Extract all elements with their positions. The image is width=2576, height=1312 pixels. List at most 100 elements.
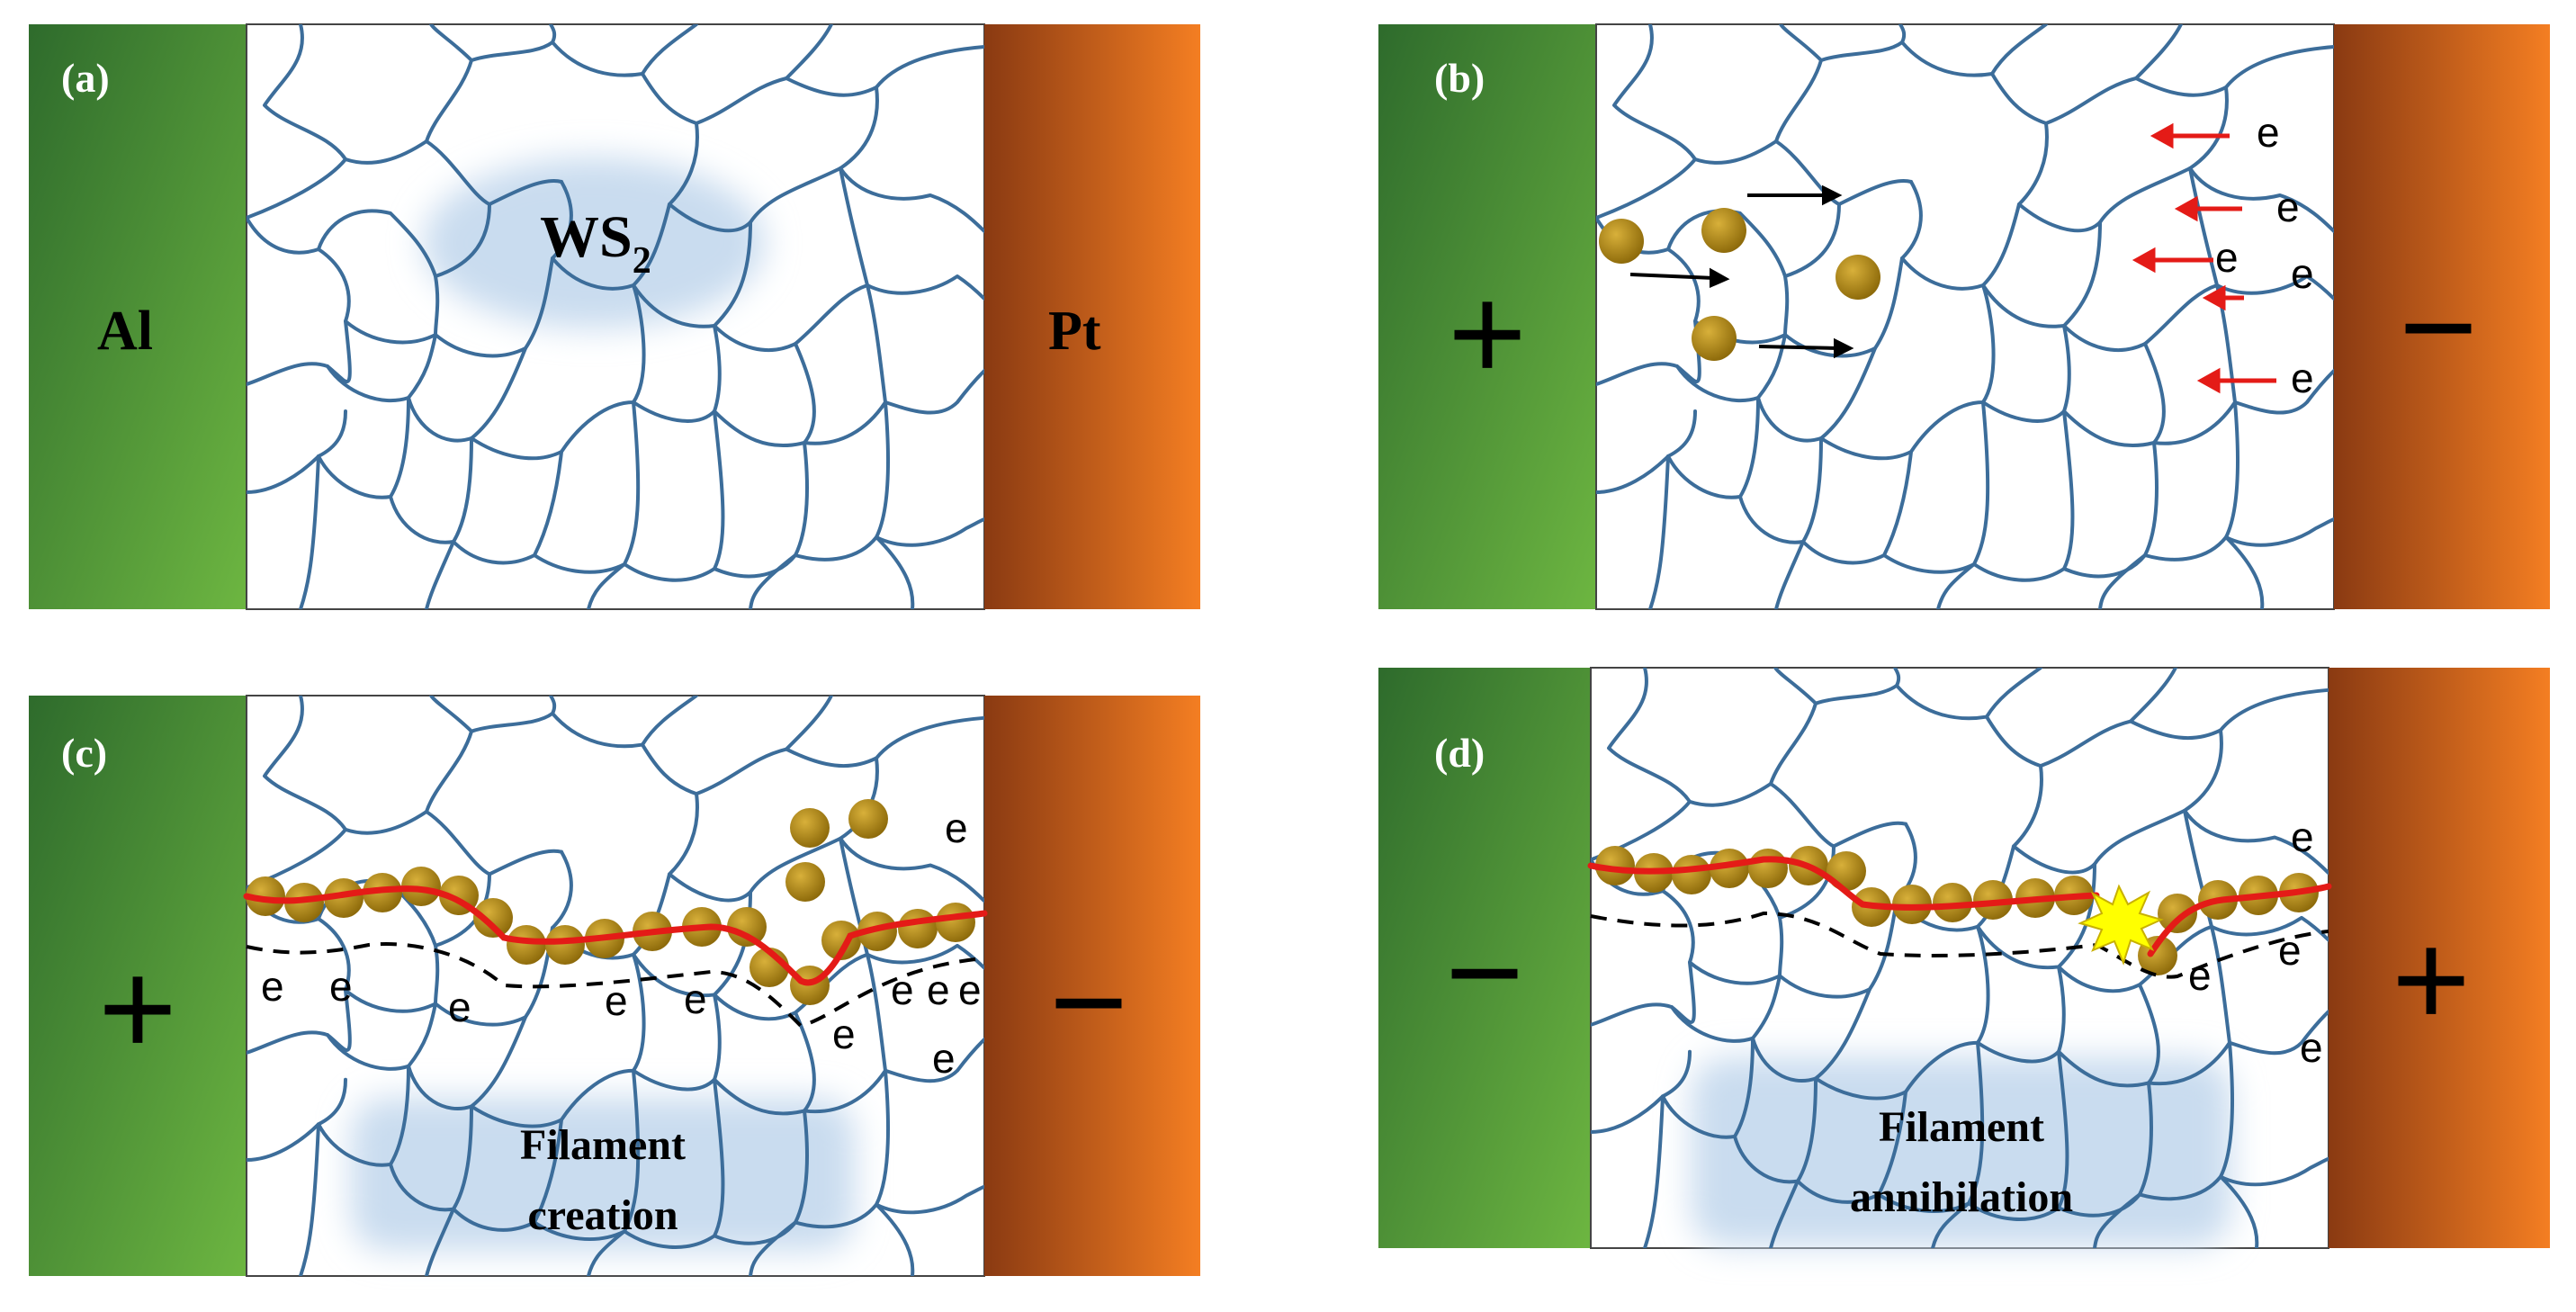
metal-ion [1672, 855, 1711, 894]
right-polarity-sign: − [2399, 251, 2478, 402]
drift-arrow [1629, 273, 1715, 280]
metal-ion [2158, 894, 2197, 933]
electron-label: e [958, 966, 982, 1013]
caption-line-1: Filament [1879, 1103, 2044, 1151]
metal-ion [790, 808, 830, 848]
electron-label: e [2291, 355, 2314, 401]
filament-path-left [1587, 856, 2100, 911]
electron-arrow-head [2196, 367, 2221, 394]
caption-line-1: Filament [520, 1121, 686, 1169]
electron-label: e [2276, 184, 2300, 230]
ion-drift-arrows [1629, 184, 1854, 359]
electrons: e e e e e [2215, 109, 2314, 401]
drift-arrow [1758, 345, 1839, 350]
metal-ion [507, 925, 546, 965]
caption-line-2: creation [527, 1191, 678, 1239]
panel-d: (d) − + [1378, 667, 2550, 1249]
metal-ion [246, 876, 285, 916]
electron-label: e [832, 1011, 856, 1057]
panel-a: (a) Al Pt WS2 [29, 23, 1200, 610]
conductive-filament [243, 799, 988, 1029]
metal-ion [848, 799, 888, 839]
metal-ion [545, 925, 585, 965]
panel-label-c: (c) [61, 730, 107, 776]
caption-highlight [351, 1098, 855, 1251]
electron-label: e [2291, 813, 2314, 860]
electron-arrows [2132, 122, 2276, 394]
panel-label-b: (b) [1434, 55, 1485, 101]
right-polarity-sign: − [1049, 926, 1128, 1077]
electron-arrow-head [2174, 195, 2198, 222]
electron-path [246, 942, 985, 1029]
material-highlight [423, 157, 765, 328]
electron-label: e [2215, 234, 2239, 281]
electron-label: e [261, 963, 284, 1010]
anode-electrode [29, 24, 247, 609]
electron-arrow-head [2150, 122, 2174, 149]
cathode-electrode-left [1378, 668, 1591, 1248]
drift-arrow-head [1710, 267, 1730, 289]
left-polarity-sign: + [98, 932, 177, 1083]
metal-ion [1973, 880, 2013, 920]
electron-label: e [2291, 250, 2314, 297]
metal-ion [473, 898, 513, 938]
anode-electrode [29, 696, 247, 1276]
left-electrode-label: Al [97, 301, 153, 362]
metal-ion [1701, 208, 1746, 253]
metal-ion [1599, 219, 1644, 264]
electron-label: e [329, 963, 353, 1010]
drift-arrow-head [1822, 184, 1843, 206]
metal-ion [401, 867, 441, 906]
electron-label: e [927, 966, 950, 1013]
metal-ion [1595, 846, 1635, 885]
drift-arrow-head [1834, 337, 1854, 359]
metal-ion [1692, 316, 1737, 361]
metal-ion [936, 903, 975, 942]
electron-label: e [605, 977, 628, 1024]
electron-label: e [2278, 927, 2302, 974]
cathode-electrode [984, 696, 1200, 1276]
metal-ion [1748, 849, 1788, 888]
metal-ions [1599, 208, 1880, 361]
electron-label: e [891, 966, 914, 1013]
electron-label: e [2300, 1024, 2323, 1071]
electron-label: e [2188, 952, 2212, 999]
metal-ion [785, 862, 825, 902]
electrons: e e e e [2188, 813, 2323, 1071]
left-polarity-sign: − [1445, 896, 1524, 1047]
metal-ion [1710, 849, 1749, 888]
electron-path [1590, 911, 2329, 979]
electron-arrow-head [2202, 284, 2226, 311]
panel-b: (b) + − e [1378, 23, 2550, 610]
metal-ion [727, 907, 767, 947]
electron-label: e [448, 984, 471, 1030]
panel-c: (c) + − [29, 695, 1200, 1277]
metal-ion [1933, 883, 1972, 922]
left-polarity-sign: + [1448, 257, 1527, 409]
filament-path-right [2147, 883, 2332, 957]
right-electrode-label: Pt [1048, 301, 1101, 362]
electron-label: e [684, 975, 707, 1022]
material-label: WS2 [540, 204, 651, 282]
metal-ion [324, 878, 364, 918]
rupture-spark-icon [2078, 884, 2164, 966]
anode-electrode-right [2329, 668, 2550, 1248]
right-polarity-sign: + [2392, 903, 2471, 1055]
metal-ion [1827, 851, 1866, 891]
anode-electrode [1378, 24, 1596, 609]
electron-arrow-head [2132, 247, 2156, 274]
caption-line-2: annihilation [1850, 1173, 2073, 1221]
cathode-electrode [984, 24, 1200, 609]
panel-label-d: (d) [1434, 730, 1485, 776]
ruptured-filament [1587, 846, 2332, 979]
metal-ion [898, 909, 938, 948]
filament-path [243, 885, 988, 986]
electron-label: e [932, 1035, 956, 1082]
electron-label: e [945, 804, 968, 851]
electron-label: e [2257, 109, 2280, 156]
metal-ion [1836, 255, 1880, 300]
cathode-electrode [2334, 24, 2550, 609]
panel-label-a: (a) [61, 55, 110, 101]
metal-ion [821, 921, 861, 960]
